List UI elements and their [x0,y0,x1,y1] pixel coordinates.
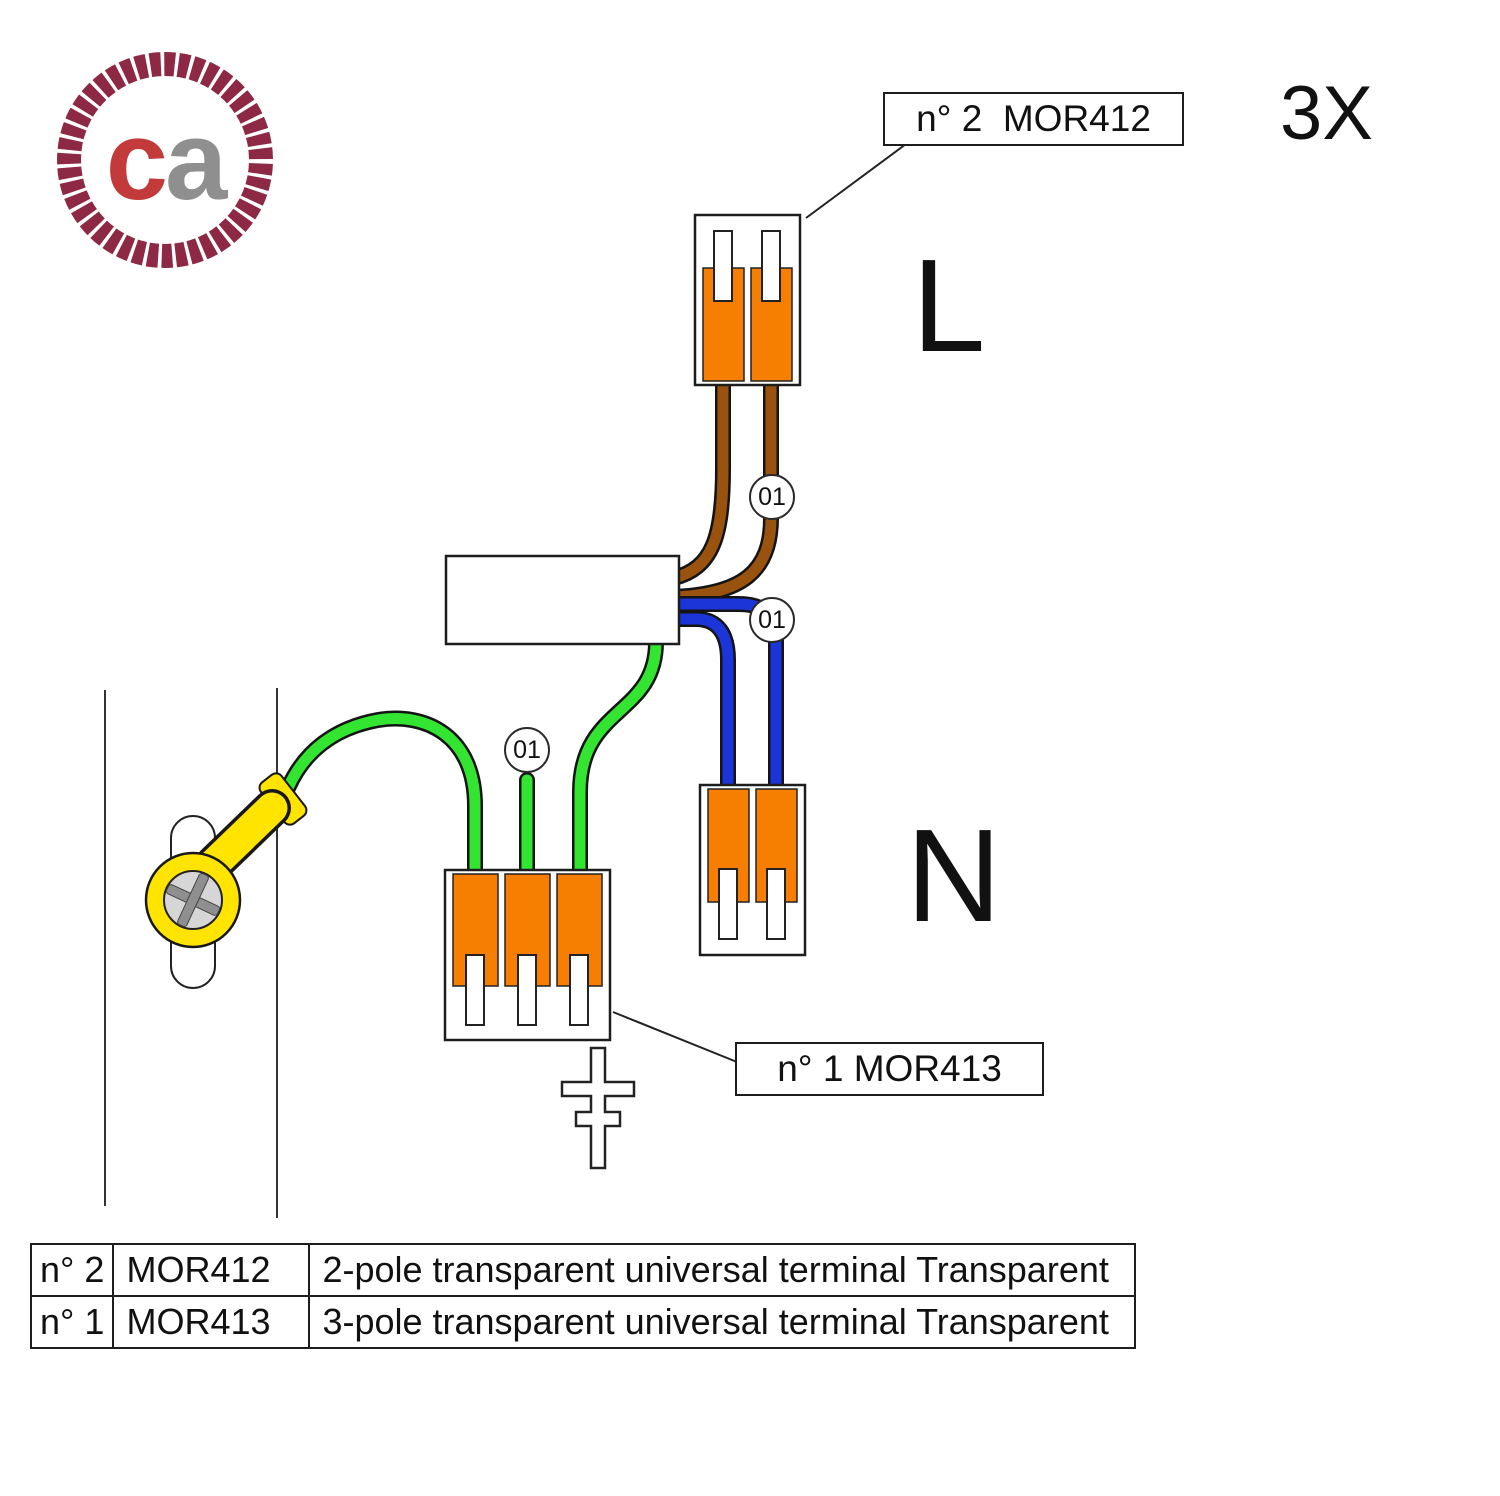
description-cell: 2-pole transparent universal terminal Tr… [308,1243,1137,1297]
logo-letter-c: c [105,98,168,223]
line-l-label: L [912,232,986,379]
code-cell: MOR412 [112,1243,311,1297]
brand-logo: c a [65,103,265,219]
live-wire-brown [666,376,779,605]
parts-table: n° 2 MOR412 2-pole transparent universal… [29,1243,1137,1349]
wire-badge-neutral: 01 [749,597,795,643]
earth-symbol-icon [560,1046,636,1170]
ring-lug-assembly [144,772,308,989]
terminal-earth-3pole [443,868,612,1042]
callout-mor413: n° 1 MOR413 [735,1042,1044,1096]
logo-letter-a: a [165,98,227,223]
junction-box [444,554,681,646]
terminal-n-2pole [698,783,807,957]
description-cell: 3-pole transparent universal terminal Tr… [308,1295,1137,1349]
brand-logo-ring [55,50,275,270]
multiplier-label: 3X [1280,71,1373,156]
callout-mor412: n° 2 MOR412 [883,92,1184,146]
table-row: n° 2 MOR412 2-pole transparent universal… [29,1243,1137,1297]
earth-wire-green [280,634,664,882]
terminal-l-2pole [693,213,802,387]
wire-badge-earth: 01 [504,727,550,773]
code-cell: MOR413 [112,1295,311,1349]
leader-line-bottom [612,1011,738,1063]
line-n-label: N [906,802,1002,949]
table-row: n° 1 MOR413 3-pole transparent universal… [29,1295,1137,1349]
lug-tail [198,792,288,880]
qty-cell: n° 1 [29,1295,115,1349]
leader-line-top [805,143,907,219]
qty-cell: n° 2 [29,1243,115,1297]
phillips-cross-icon [165,872,221,928]
wire-badge-live: 01 [749,474,795,520]
